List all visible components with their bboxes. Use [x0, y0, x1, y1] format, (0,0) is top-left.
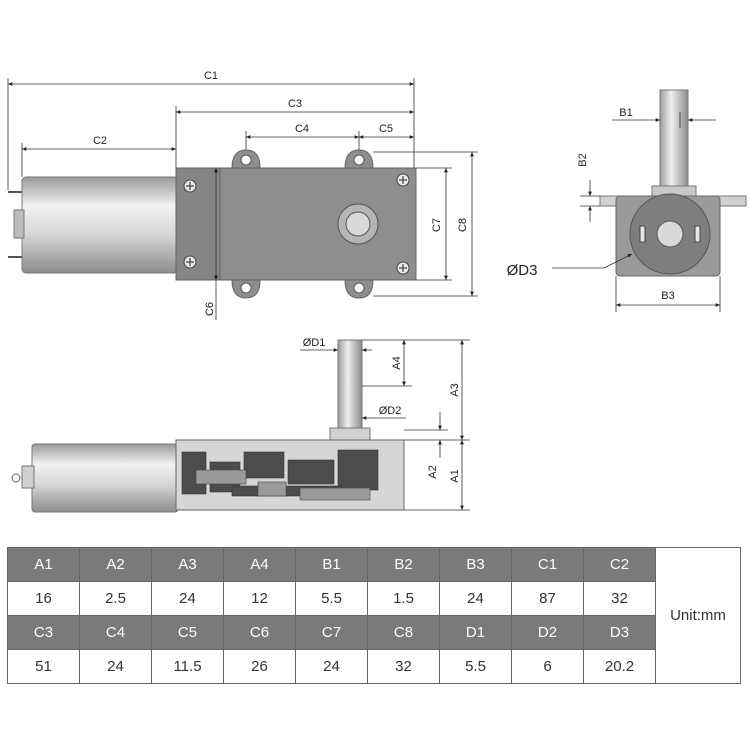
table-header-cell: D3 — [583, 615, 656, 650]
table-header-cell: B1 — [295, 547, 368, 582]
table-header-cell: C7 — [295, 615, 368, 650]
front-motor-can — [31, 443, 179, 513]
table-header-cell: A2 — [79, 547, 152, 582]
label-a1: A1 — [449, 469, 461, 482]
table-header-cell: C5 — [151, 615, 224, 650]
top-view: C1 C3 C4 C5 C2 C6 C7 C8 — [7, 70, 478, 320]
table-value-row: 16 2.5 24 12 5.5 1.5 24 87 32 — [7, 581, 741, 616]
table-value-cell: 20.2 — [583, 649, 656, 684]
table-header-cell: D2 — [511, 615, 584, 650]
table-header-cell: C8 — [367, 615, 440, 650]
table-value-cell: 12 — [223, 581, 296, 616]
unit-label: Unit:mm — [655, 547, 741, 684]
side-view: B1 B2 B3 ØD3 — [507, 89, 747, 312]
motor-can — [21, 176, 179, 274]
table-value-cell: 32 — [367, 649, 440, 684]
front-shaft — [337, 339, 363, 433]
table-value-cell: 26 — [223, 649, 296, 684]
label-b3: B3 — [661, 290, 674, 302]
table-value-row: 51 24 11.5 26 24 32 5.5 6 20.2 — [7, 649, 741, 684]
dimension-table: A1 A2 A3 A4 B1 B2 B3 C1 C2 Unit:mm 16 2.… — [7, 547, 741, 684]
table-value-cell: 16 — [7, 581, 80, 616]
table-value-cell: 2.5 — [79, 581, 152, 616]
technical-drawing: C1 C3 C4 C5 C2 C6 C7 C8 — [7, 70, 747, 513]
label-d1: ØD1 — [303, 337, 326, 349]
label-c7: C7 — [431, 218, 443, 232]
table-header-cell: B2 — [367, 547, 440, 582]
table-value-cell: 11.5 — [151, 649, 224, 684]
label-a4: A4 — [391, 356, 403, 369]
table-header-cell: C2 — [583, 547, 656, 582]
label-b1: B1 — [619, 107, 632, 119]
label-d2: ØD2 — [379, 405, 402, 417]
label-c4: C4 — [295, 123, 309, 135]
table-header-cell: B3 — [439, 547, 512, 582]
table-header-cell: A3 — [151, 547, 224, 582]
table-header-row: C3 C4 C5 C6 C7 C8 D1 D2 D3 — [7, 615, 741, 650]
label-b2: B2 — [577, 153, 589, 166]
table-value-cell: 5.5 — [439, 649, 512, 684]
table-header-cell: C6 — [223, 615, 296, 650]
table-value-cell: 5.5 — [295, 581, 368, 616]
table-header-cell: A1 — [7, 547, 80, 582]
label-d3: ØD3 — [507, 262, 538, 279]
table-value-cell: 32 — [583, 581, 656, 616]
table-value-cell: 1.5 — [367, 581, 440, 616]
label-c5: C5 — [379, 123, 393, 135]
label-c1: C1 — [204, 70, 218, 82]
table-value-cell: 24 — [151, 581, 224, 616]
label-c8: C8 — [457, 218, 469, 232]
table-header-cell: C1 — [511, 547, 584, 582]
table-value-cell: 6 — [511, 649, 584, 684]
motor-end-cap — [13, 209, 25, 239]
side-shaft — [659, 89, 689, 189]
table-value-cell: 51 — [7, 649, 80, 684]
label-a2: A2 — [427, 465, 439, 478]
label-c6: C6 — [204, 302, 216, 316]
table-header-cell: C4 — [79, 615, 152, 650]
mounting-ears — [231, 149, 374, 299]
label-a3: A3 — [449, 383, 461, 396]
table-value-cell: 24 — [295, 649, 368, 684]
label-c3: C3 — [288, 98, 302, 110]
front-view: ØD1 ØD2 A4 A3 A2 A1 — [11, 337, 470, 513]
table-header-cell: C3 — [7, 615, 80, 650]
label-c2: C2 — [93, 135, 107, 147]
table-header-row: A1 A2 A3 A4 B1 B2 B3 C1 C2 Unit:mm — [7, 547, 741, 684]
table-header-cell: D1 — [439, 615, 512, 650]
table-header-cell: A4 — [223, 547, 296, 582]
table-value-cell: 87 — [511, 581, 584, 616]
table-value-cell: 24 — [439, 581, 512, 616]
table-value-cell: 24 — [79, 649, 152, 684]
